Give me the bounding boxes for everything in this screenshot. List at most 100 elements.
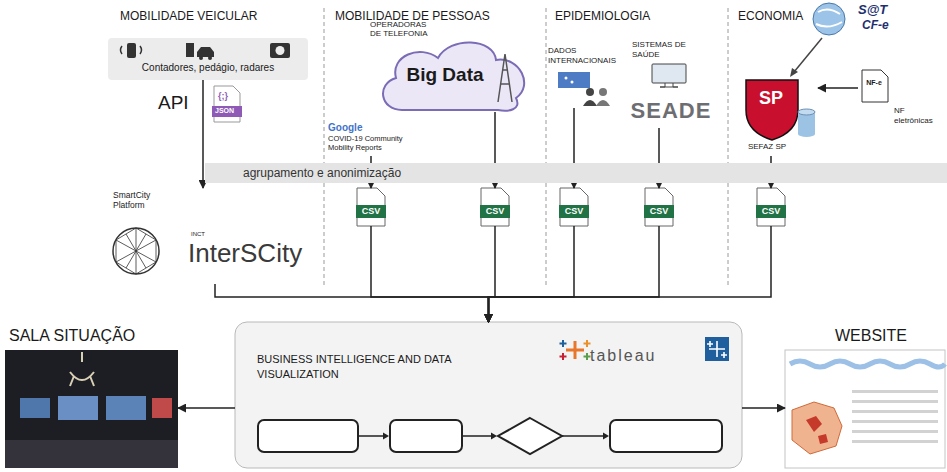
camera-icon (270, 43, 290, 58)
room-screen (20, 398, 50, 418)
csv-document (560, 188, 588, 226)
screenshot-row (852, 390, 938, 393)
room-screen (106, 396, 146, 420)
screenshot-row (852, 410, 938, 413)
camera-lens (276, 46, 285, 55)
logo-text: SP (759, 88, 783, 109)
node-text: agrupamento e anonimização (240, 166, 404, 180)
signal-icon (121, 46, 142, 54)
node-text: SALA SITUAÇÃO (9, 326, 135, 345)
csv-document (357, 188, 385, 226)
csv-file: CSV (479, 188, 511, 226)
csv-file: CSV (355, 188, 387, 226)
report-source: GoogleCOVID-19 Community Mobility Report… (328, 122, 421, 156)
node-text: CSV (644, 205, 674, 218)
processing-band: agrupamento e anonimização (205, 163, 947, 183)
csv-document (757, 188, 785, 226)
node-text: CSV (756, 205, 786, 218)
flow-arrowhead (383, 433, 609, 440)
node-text: Google (328, 122, 420, 134)
node-text: CSV (480, 205, 510, 218)
csv-document (645, 188, 673, 226)
wireframe-globe (113, 228, 159, 274)
screenshot-chart (790, 361, 945, 367)
column-heading: MOBILIDADE DE PESSOAS (335, 10, 490, 24)
data-source: DADOS INTERNACIONAIS (548, 46, 619, 108)
logo-text: JSON (215, 107, 234, 115)
node-text: BUSINESS INTELLIGENCE AND DATA VISUALIZA… (257, 352, 452, 382)
csv-file: CSV (755, 188, 787, 226)
globe-icon (813, 3, 845, 35)
node-text: NF-e (863, 79, 885, 87)
csv-band (480, 205, 510, 218)
flag-icon (558, 72, 590, 88)
csv-file: CSV (558, 188, 590, 226)
connector-arrow (215, 284, 489, 322)
connector-arrow (818, 87, 858, 89)
tableau-square (705, 337, 729, 361)
connector-arrow (489, 226, 772, 322)
connector-arrow (742, 407, 785, 409)
connector-arrow (178, 407, 235, 409)
node-text: Big Data (405, 64, 485, 87)
tableau-cross (560, 340, 567, 347)
data-source: SISTEMAS DE SAÚDESEADE (628, 40, 715, 128)
fuel-pump-icon (186, 43, 194, 57)
screenshot-map-region (806, 416, 828, 444)
logo-text: CF-e (862, 19, 889, 33)
room-screen (152, 398, 172, 418)
car-wheel (199, 56, 203, 60)
person-icon (596, 100, 610, 106)
connector-arrow (489, 226, 496, 322)
sensor-icons (108, 38, 308, 80)
screenshot-frame (785, 350, 945, 468)
logo-text: S@T (858, 3, 887, 18)
connector-arrow (489, 226, 660, 322)
node-text: CSV (356, 205, 386, 218)
website-screenshot (785, 350, 945, 468)
cloud-icon (383, 42, 524, 110)
database-top (798, 109, 815, 115)
screenshot-row (852, 440, 938, 443)
situation-room-photo (5, 350, 178, 468)
csv-icons (356, 188, 786, 226)
car-icon (197, 47, 214, 57)
json-band (212, 106, 242, 117)
flow-step (258, 420, 358, 452)
node-text: DADOS INTERNACIONAIS (548, 46, 618, 65)
csv-band (356, 205, 386, 218)
flow-decision (498, 418, 562, 454)
node-text: NF eletrônicas (894, 106, 944, 125)
json-icon (212, 86, 242, 122)
tableau-cross (584, 340, 591, 347)
screenshot-row (852, 400, 938, 403)
node-text: Contadores, pedágio, radares (108, 62, 308, 74)
bi-panel (235, 322, 742, 468)
person-icon (586, 88, 594, 96)
cloud-outline (383, 42, 524, 110)
globe-swirl (816, 9, 842, 26)
tableau-cross (566, 341, 584, 359)
tableau-square-cross (707, 341, 727, 358)
nfe-document (862, 70, 888, 102)
leader-arrowhead (790, 68, 798, 77)
flow-step (390, 420, 462, 452)
computer-icon (652, 64, 686, 87)
document-source: NF-e NF eletrônicas (858, 66, 945, 134)
node-text: INCT (191, 231, 205, 238)
flag-star (571, 81, 574, 84)
csv-file: CSV (643, 188, 675, 226)
website: WEBSITE (785, 326, 945, 468)
connector-arrow (202, 80, 204, 188)
monitor-stand (660, 83, 678, 87)
csv-band (756, 205, 786, 218)
flow-line (358, 435, 604, 437)
node-text: SEFAZ SP (736, 142, 798, 152)
big-data-cloud: OPERADORAS DE TELEFONIABig Data (370, 20, 528, 112)
bi-box: BUSINESS INTELLIGENCE AND DATA VISUALIZA… (235, 322, 742, 468)
node-text: COVID-19 Community Mobility Reports (328, 134, 420, 152)
bi-panel-fill (235, 322, 742, 468)
column-heading: ECONOMIA (738, 10, 803, 24)
phone-icon (127, 43, 136, 58)
source-box-fill (108, 38, 308, 80)
